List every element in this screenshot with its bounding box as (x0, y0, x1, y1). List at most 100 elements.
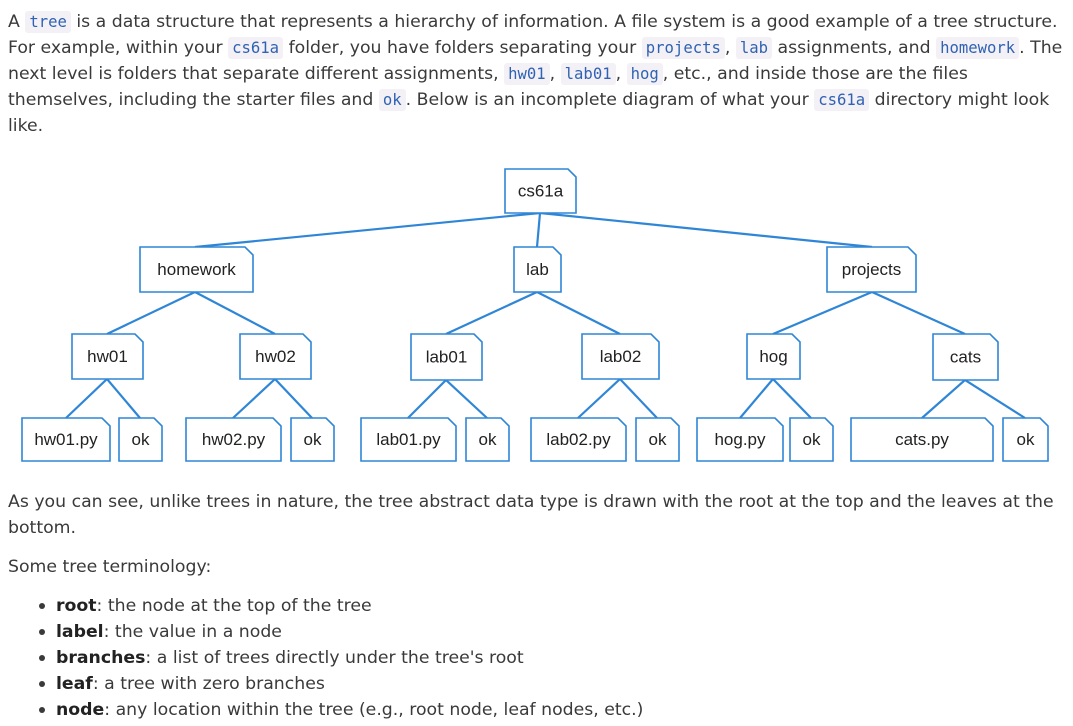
file-node-cats-py: cats.py (850, 417, 994, 462)
node-box (826, 246, 917, 293)
root-node-cs61a: cs61a (504, 168, 577, 214)
tree-nodes: cs61a homework lab projects hw01 hw02 lab01 lab… (21, 168, 1049, 462)
tree-edge (65, 378, 108, 419)
code-homework: homework (936, 37, 1020, 59)
file-node-ok: ok (118, 417, 163, 462)
node-label: hw02 (255, 347, 296, 366)
tree-edge (194, 291, 276, 335)
file-node-hw02-py: hw02.py (185, 417, 282, 462)
node-box (139, 246, 254, 293)
term-item-branches: branches: a list of trees directly under… (39, 645, 1056, 671)
tree-edge (964, 379, 1026, 419)
node-label: ok (1017, 430, 1035, 449)
node-box (635, 417, 680, 462)
node-box (410, 333, 483, 381)
file-node-ok: ok (290, 417, 335, 462)
node-label: homework (157, 260, 236, 279)
file-node-hog-py: hog.py (696, 417, 784, 462)
node-box (465, 417, 510, 462)
node-box (504, 168, 577, 214)
terminology-heading: Some tree terminology: (8, 557, 212, 577)
node-label: lab02 (600, 347, 642, 366)
tree-edge (772, 378, 812, 419)
term-item-node: node: any location within the tree (e.g.… (39, 697, 1056, 723)
node-label: lab02.py (546, 430, 611, 449)
node-box (513, 246, 562, 293)
file-node-lab02-py: lab02.py (530, 417, 627, 462)
node-label: lab01.py (376, 430, 441, 449)
node-label: projects (842, 260, 902, 279)
tree-edge (445, 291, 538, 335)
node-label: ok (649, 430, 667, 449)
terminology-list: root: the node at the top of the tree la… (39, 593, 1056, 723)
file-node-ok: ok (635, 417, 680, 462)
node-box (789, 417, 834, 462)
node-label: cats (950, 348, 981, 367)
tree-edge (536, 291, 621, 335)
node-label: ok (479, 430, 497, 449)
node-box (696, 417, 784, 462)
tree-edge (772, 290, 873, 336)
term-item-root: root: the node at the top of the tree (39, 593, 1056, 619)
node-box (239, 333, 312, 380)
node-label: hw02.py (202, 430, 266, 449)
assignment-node-hw02: hw02 (239, 333, 312, 380)
node-label: hog.py (714, 430, 766, 449)
file-node-hw01-py: hw01.py (21, 417, 111, 462)
assignment-node-cats: cats (932, 333, 999, 381)
tree-edge (407, 379, 447, 419)
node-label: hog (759, 347, 787, 366)
assignment-node-lab02: lab02 (581, 333, 660, 380)
node-label: hw01 (87, 347, 128, 366)
caption-paragraph: As you can see, unlike trees in nature, … (8, 492, 1054, 538)
node-box (530, 417, 627, 462)
node-label: ok (304, 430, 322, 449)
file-node-ok: ok (789, 417, 834, 462)
assignment-node-hw01: hw01 (71, 333, 144, 380)
tree-edge (194, 211, 541, 249)
code-hw01: hw01 (504, 63, 550, 85)
code-lab01: lab01 (560, 63, 616, 85)
term-item-leaf: leaf: a tree with zero branches (39, 671, 1056, 697)
folder-node-lab: lab (513, 246, 562, 293)
code-lab: lab (735, 37, 773, 59)
tree-diagram: cs61a homework lab projects hw01 hw02 lab01 lab… (21, 168, 1049, 462)
node-label: ok (803, 430, 821, 449)
file-node-lab01-py: lab01.py (360, 417, 457, 462)
tree-edge (535, 212, 542, 248)
code-tree: tree (25, 11, 71, 33)
node-box (21, 417, 111, 462)
code-cs61a: cs61a (814, 89, 870, 111)
node-box (118, 417, 163, 462)
code-projects: projects (641, 37, 725, 59)
node-box (290, 417, 335, 462)
intro-paragraph: A tree is a data structure that represen… (8, 11, 1063, 136)
tree-edge (232, 378, 276, 419)
assignment-node-lab01: lab01 (410, 333, 483, 381)
code-cs61a: cs61a (228, 37, 284, 59)
node-label: hw01.py (34, 430, 98, 449)
tree-edge (577, 378, 621, 419)
code-ok: ok (378, 89, 406, 111)
assignment-node-hog: hog (746, 333, 801, 380)
tree-edge (445, 379, 488, 419)
file-node-ok: ok (465, 417, 510, 462)
node-label: lab (526, 260, 549, 279)
tree-edge (921, 379, 966, 419)
file-node-ok: ok (1002, 417, 1049, 462)
tree-edge (106, 378, 141, 419)
node-box (360, 417, 457, 462)
folder-node-homework: homework (139, 246, 254, 293)
tree-edge (871, 290, 966, 336)
folder-node-projects: projects (826, 246, 917, 293)
tree-edges (65, 211, 1026, 419)
tree-edge (619, 378, 658, 419)
tree-edge (106, 291, 196, 335)
tree-edge (739, 378, 774, 419)
tree-edge (539, 211, 873, 249)
node-box (850, 417, 994, 462)
term-item-label: label: the value in a node (39, 619, 1056, 645)
node-box (746, 333, 801, 380)
node-label: cs61a (518, 182, 564, 201)
tree-edge (274, 378, 313, 419)
